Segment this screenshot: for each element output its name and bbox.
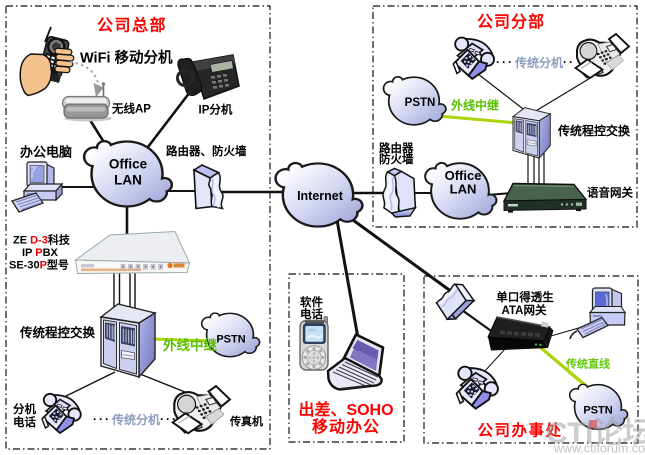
svg-text:ATA网关: ATA网关 bbox=[502, 303, 547, 317]
svg-text:Internet: Internet bbox=[297, 189, 344, 203]
svg-text:···: ··· bbox=[496, 55, 514, 69]
svg-text:传统程控交换: 传统程控交换 bbox=[557, 123, 631, 138]
svg-text:公司分部: 公司分部 bbox=[477, 12, 545, 31]
svg-text:PSTN: PSTN bbox=[405, 97, 436, 109]
svg-text:语音网关: 语音网关 bbox=[587, 186, 633, 200]
svg-text:传真机: 传真机 bbox=[229, 414, 263, 428]
svg-text:传统直线: 传统直线 bbox=[565, 357, 610, 371]
svg-text:外线中继: 外线中继 bbox=[163, 337, 217, 353]
svg-text:LAN: LAN bbox=[450, 182, 477, 197]
svg-text:···: ··· bbox=[160, 412, 178, 426]
svg-text:分机: 分机 bbox=[13, 402, 36, 416]
svg-text:www.ctiforum.com: www.ctiforum.com bbox=[553, 442, 645, 455]
svg-text:···: ··· bbox=[93, 412, 111, 426]
svg-text:软件: 软件 bbox=[300, 295, 323, 309]
svg-text:路由器: 路由器 bbox=[379, 141, 414, 155]
svg-text:PSTN: PSTN bbox=[583, 405, 612, 417]
svg-text:电话: 电话 bbox=[300, 307, 323, 321]
svg-text:PSTN: PSTN bbox=[216, 334, 245, 346]
svg-text:传统程控交换: 传统程控交换 bbox=[19, 325, 96, 340]
svg-text:IP PBX: IP PBX bbox=[22, 247, 59, 259]
svg-text:公司办事处: 公司办事处 bbox=[477, 421, 562, 440]
svg-text:办公电脑: 办公电脑 bbox=[20, 145, 72, 160]
svg-text:传统分机: 传统分机 bbox=[111, 412, 160, 427]
svg-text:防火墙: 防火墙 bbox=[379, 152, 414, 166]
svg-text:LAN: LAN bbox=[114, 173, 142, 188]
svg-text:Office: Office bbox=[445, 168, 482, 183]
svg-text:电话: 电话 bbox=[13, 415, 36, 429]
svg-text:外线中继: 外线中继 bbox=[451, 98, 499, 113]
svg-text:ZE D-3科技: ZE D-3科技 bbox=[13, 233, 71, 247]
svg-text:传统分机: 传统分机 bbox=[514, 55, 563, 70]
svg-text:SE-30P型号: SE-30P型号 bbox=[9, 258, 69, 272]
svg-text:WiFi 移动分机: WiFi 移动分机 bbox=[80, 49, 173, 67]
svg-text:IP分机: IP分机 bbox=[199, 103, 233, 117]
svg-text:公司总部: 公司总部 bbox=[97, 16, 167, 35]
svg-text:无线AP: 无线AP bbox=[111, 102, 151, 116]
svg-text:路由器、防火墙: 路由器、防火墙 bbox=[166, 144, 247, 158]
svg-text:Office: Office bbox=[109, 157, 148, 172]
svg-text:单口得透生: 单口得透生 bbox=[496, 290, 554, 304]
svg-text:出差、SOHO: 出差、SOHO bbox=[298, 400, 393, 419]
svg-text:··: ·· bbox=[563, 55, 575, 69]
svg-text:移动办公: 移动办公 bbox=[312, 417, 380, 436]
